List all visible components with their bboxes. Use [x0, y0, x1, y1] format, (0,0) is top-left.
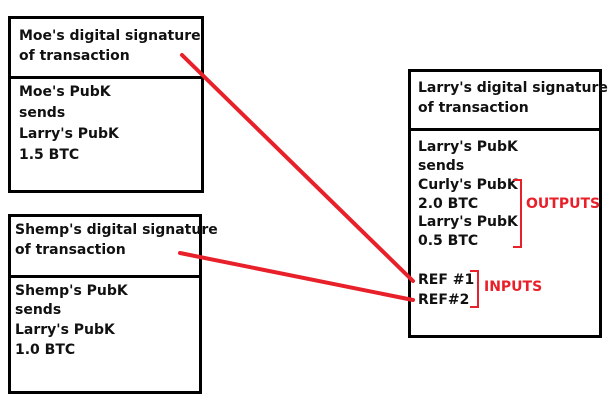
input-ref-2: REF#2	[418, 292, 470, 308]
outputs-bracket	[513, 179, 522, 248]
input-ref-1: REF #1	[418, 272, 475, 288]
shemp-to-ref2-connector	[178, 251, 415, 302]
inputs-bracket	[470, 270, 479, 308]
moe-to-ref1-connector	[180, 53, 415, 283]
larry-signature-line1: Larry's digital signature	[418, 80, 608, 96]
moe-signature-line1: Moe's digital signature	[19, 28, 201, 44]
outputs-label: OUTPUTS	[526, 196, 601, 212]
output2-recipient: Larry's PubK	[418, 214, 518, 230]
shemp-signature-line1: Shemp's digital signature	[15, 222, 218, 238]
larry-transaction-box	[408, 69, 602, 338]
larry-signature-line2: of transaction	[418, 100, 529, 116]
larry-sends: sends	[418, 158, 465, 174]
shemp-signature-header	[11, 217, 199, 278]
output1-amount: 2.0 BTC	[418, 196, 479, 212]
shemp-recipient: Larry's PubK	[15, 322, 115, 338]
shemp-sends: sends	[15, 302, 62, 318]
shemp-transaction-box	[8, 214, 202, 394]
shemp-signature-line2: of transaction	[15, 242, 126, 258]
moe-sends: sends	[19, 105, 66, 121]
larry-signature-header	[411, 72, 599, 131]
larry-sender: Larry's PubK	[418, 139, 518, 155]
moe-transaction-box	[8, 16, 204, 193]
shemp-amount: 1.0 BTC	[15, 342, 76, 358]
moe-amount: 1.5 BTC	[19, 147, 80, 163]
moe-recipient: Larry's PubK	[19, 126, 119, 142]
shemp-sender: Shemp's PubK	[15, 283, 128, 299]
moe-signature-header	[11, 19, 201, 79]
moe-sender: Moe's PubK	[19, 84, 111, 100]
output2-amount: 0.5 BTC	[418, 233, 479, 249]
inputs-label: INPUTS	[484, 279, 543, 295]
moe-signature-line2: of transaction	[19, 48, 130, 64]
output1-recipient: Curly's PubK	[418, 177, 518, 193]
